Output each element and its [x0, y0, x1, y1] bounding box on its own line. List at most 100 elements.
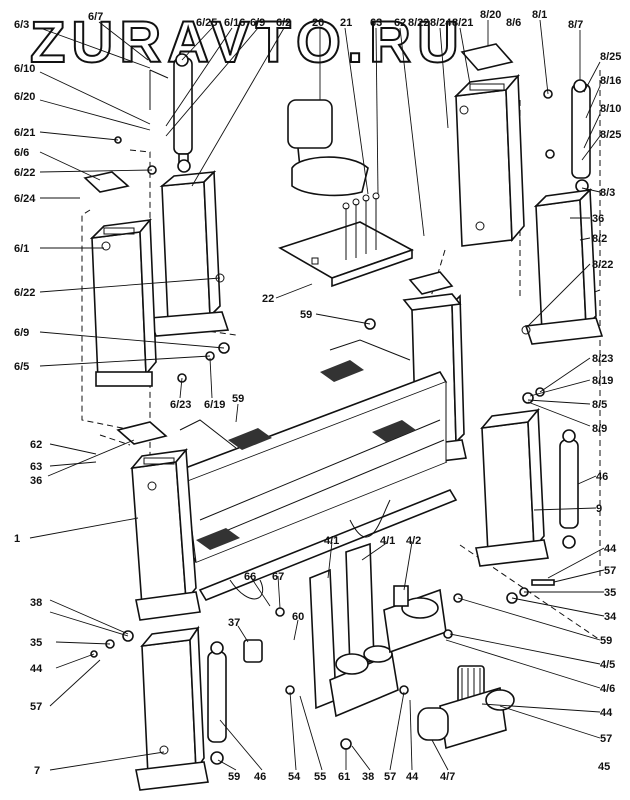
label-35-left: 35: [30, 637, 42, 649]
cover-plate-36-left: [116, 421, 168, 445]
label-4-5: 4/5: [600, 659, 615, 671]
label-8-22-top: 8/22: [408, 17, 429, 29]
seat-20: [287, 99, 369, 197]
label-6-16: 6/16: [224, 17, 245, 29]
label-6-5: 6/5: [14, 361, 29, 373]
label-6-22-top: 6/22: [14, 167, 35, 179]
label-44-right: 44: [604, 543, 617, 555]
label-44-lower-right: 44: [600, 707, 613, 719]
label-8-3: 8/3: [600, 187, 615, 199]
label-45: 45: [598, 761, 610, 773]
label-59-mid: 59: [232, 393, 244, 405]
label-62-top: 62: [394, 17, 406, 29]
label-8-19: 8/19: [592, 375, 613, 387]
label-8-23: 8/23: [592, 353, 613, 365]
label-6-21: 6/21: [14, 127, 35, 139]
label-21: 21: [340, 17, 352, 29]
label-62-left: 62: [30, 439, 42, 451]
leg-box-9: [475, 407, 549, 567]
bracket-4-1: [309, 542, 399, 718]
label-67: 67: [272, 571, 284, 583]
label-8-25-top: 8/25: [600, 51, 621, 63]
label-34-right: 34: [604, 611, 617, 623]
platform-22: [278, 192, 414, 288]
label-8-10: 8/10: [600, 103, 621, 115]
label-61: 61: [338, 771, 350, 783]
label-6-22-mid: 6/22: [14, 287, 35, 299]
label-38-bottom: 38: [362, 771, 374, 783]
leg-box-6-2: [148, 170, 230, 337]
label-6-23: 6/23: [170, 399, 191, 411]
part-labels: 6/7 6/25 6/16 6/9 6/2 20 21 63 62 8/22 8…: [14, 9, 621, 783]
step-tread-2: [320, 360, 364, 382]
label-37: 37: [228, 617, 240, 629]
label-4-7: 4/7: [440, 771, 455, 783]
label-7: 7: [34, 765, 40, 777]
label-63-top: 63: [370, 17, 382, 29]
cylinder-46-left: [207, 641, 227, 765]
cover-plate-36-right: [408, 271, 454, 295]
label-59-bottom: 59: [228, 771, 240, 783]
leg-box-7: [135, 625, 209, 791]
label-22: 22: [262, 293, 274, 305]
label-8-6: 8/6: [506, 17, 521, 29]
label-6-9-left: 6/9: [14, 327, 29, 339]
bracket-4-2: [383, 585, 447, 654]
label-36-right: 36: [592, 213, 604, 225]
label-8-22-right: 8/22: [592, 259, 613, 271]
outrigger-housing-6-1: [89, 217, 157, 387]
label-59-upper: 59: [300, 309, 312, 321]
label-6-6: 6/6: [14, 147, 29, 159]
step-tread-3: [372, 420, 416, 442]
label-55: 55: [314, 771, 326, 783]
label-6-19: 6/19: [204, 399, 225, 411]
label-4-1-left: 4/1: [324, 535, 339, 547]
step-tread-1: [228, 428, 272, 450]
label-63-left: 63: [30, 461, 42, 473]
label-8-16: 8/16: [600, 75, 621, 87]
label-8-9: 8/9: [592, 423, 607, 435]
label-8-21: 8/21: [452, 17, 473, 29]
label-4-2: 4/2: [406, 535, 421, 547]
watermark-text: ZURAVTO.RU: [30, 10, 465, 75]
leader-lines: [29, 19, 605, 771]
label-59-right: 59: [600, 635, 612, 647]
label-6-7: 6/7: [88, 11, 103, 23]
label-8-5: 8/5: [592, 399, 607, 411]
label-8-24: 8/24: [430, 17, 452, 29]
label-9: 9: [596, 503, 602, 515]
main-frame-1: [130, 293, 467, 621]
label-6-2: 6/2: [276, 17, 291, 29]
label-8-20: 8/20: [480, 9, 501, 21]
label-38-left: 38: [30, 597, 42, 609]
label-36-left: 36: [30, 475, 42, 487]
label-8-1: 8/1: [532, 9, 547, 21]
cylinder-46-right: [559, 429, 579, 549]
label-8-2: 8/2: [592, 233, 607, 245]
label-8-25-mid: 8/25: [600, 129, 621, 141]
leg-box-8-2: [521, 188, 604, 345]
label-6-10: 6/10: [14, 63, 35, 75]
label-35-right: 35: [604, 587, 616, 599]
label-6-24: 6/24: [14, 193, 36, 205]
label-57-right: 57: [604, 565, 616, 577]
label-57-left: 57: [30, 701, 42, 713]
label-20: 20: [312, 17, 324, 29]
label-54: 54: [288, 771, 301, 783]
cover-plate-8-20: [460, 43, 514, 71]
cylinder-6-2: [149, 53, 193, 173]
label-46-bottom: 46: [254, 771, 266, 783]
label-4-6: 4/6: [600, 683, 615, 695]
label-46-right: 46: [596, 471, 608, 483]
label-8-7: 8/7: [568, 19, 583, 31]
cover-plate-6-6: [83, 171, 130, 193]
label-6-25: 6/25: [196, 17, 217, 29]
label-4-1-right: 4/1: [380, 535, 395, 547]
label-6-20: 6/20: [14, 91, 35, 103]
label-66: 66: [244, 571, 256, 583]
block-37: [243, 639, 263, 663]
label-1: 1: [14, 533, 20, 545]
label-57-bottom: 57: [384, 771, 396, 783]
